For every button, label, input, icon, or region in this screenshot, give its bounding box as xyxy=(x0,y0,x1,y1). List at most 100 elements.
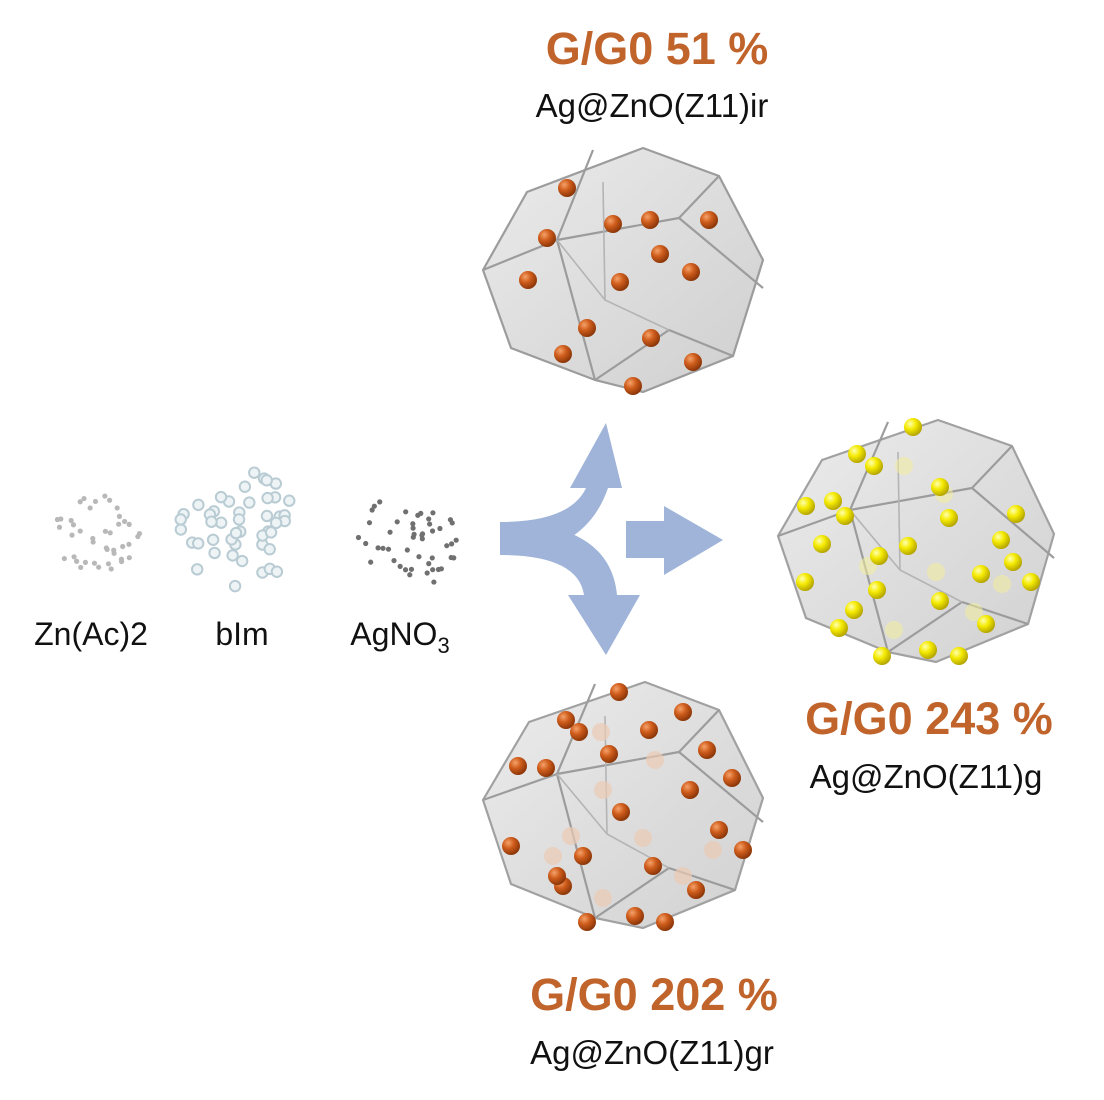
crystal-edge xyxy=(678,751,764,823)
silver-particle xyxy=(578,913,596,931)
molecule-dot xyxy=(228,579,242,593)
molecule-dot xyxy=(70,522,77,528)
molecule-dot xyxy=(394,519,400,525)
molecule-dot xyxy=(437,525,443,532)
silver-nanoparticles xyxy=(519,179,718,395)
molecule-dot xyxy=(369,507,375,513)
zinc-acetate-particles xyxy=(54,493,143,572)
molecule-dot xyxy=(397,563,403,569)
silver-nanoparticles-embedded xyxy=(544,723,722,907)
molecule-dot xyxy=(270,565,284,578)
silver-particle xyxy=(813,535,831,553)
molecule-dot xyxy=(82,559,89,565)
silver-particle xyxy=(578,319,596,337)
silver-particle xyxy=(612,803,630,821)
benzimidazole-particles xyxy=(174,466,296,593)
silver-nanoparticles xyxy=(502,683,752,931)
reagent-zinc-acetate: Zn(Ac)2 xyxy=(34,493,148,652)
silver-particle xyxy=(681,781,699,799)
molecule-dot xyxy=(426,516,432,522)
molecule-dot xyxy=(453,537,459,543)
silver-particle xyxy=(610,683,628,701)
silver-particle xyxy=(538,229,556,247)
silver-particle xyxy=(919,641,937,659)
molecule-dot xyxy=(402,567,409,573)
molecule-dot xyxy=(444,543,450,549)
molecule-dot xyxy=(91,560,98,566)
molecule-dot xyxy=(107,530,113,536)
molecule-dot xyxy=(102,528,108,534)
molecule-dot xyxy=(120,543,126,550)
silver-particle xyxy=(624,377,642,395)
silver-particle xyxy=(865,457,883,475)
molecule-dot xyxy=(232,513,246,526)
silver-particle xyxy=(992,531,1010,549)
molecule-dot xyxy=(118,558,125,565)
molecule-dot xyxy=(426,561,432,567)
silver-particle xyxy=(674,703,692,721)
molecule-dot xyxy=(206,533,220,547)
molecule-dot xyxy=(96,564,102,570)
molecule-dot xyxy=(111,547,117,553)
silver-particle xyxy=(870,547,888,565)
silver-particle xyxy=(502,837,520,855)
molecule-dot xyxy=(366,520,373,526)
molecule-dot xyxy=(77,528,83,534)
silver-particle xyxy=(1007,505,1025,523)
arrow-right xyxy=(626,506,723,575)
molecule-dot xyxy=(416,554,422,560)
silver-particle xyxy=(797,497,815,515)
reagent-formula: AgNO xyxy=(350,616,437,652)
molecule-dot xyxy=(122,518,128,525)
molecule-dot xyxy=(263,543,276,556)
reagent-label: bIm xyxy=(215,616,268,652)
silver-particle xyxy=(931,592,949,610)
molecule-dot xyxy=(174,523,188,536)
molecule-dot xyxy=(56,524,63,530)
silver-particle xyxy=(641,211,659,229)
molecule-dot xyxy=(107,497,113,503)
molecule-dot xyxy=(430,567,436,573)
silver-particle xyxy=(824,492,842,510)
silver-particle xyxy=(845,601,863,619)
molecule-dot xyxy=(87,505,93,511)
silver-particle xyxy=(1004,553,1022,571)
silver-particle xyxy=(684,353,702,371)
embedded-particle xyxy=(592,723,610,741)
embedded-particle xyxy=(704,841,722,859)
molecule-dot xyxy=(380,545,386,551)
silver-particle xyxy=(796,573,814,591)
silver-particle xyxy=(570,723,588,741)
molecule-dot xyxy=(408,566,415,572)
molecule-dot xyxy=(104,546,110,552)
silver-particle xyxy=(972,565,990,583)
molecule-dot xyxy=(260,474,273,487)
silver-particle xyxy=(558,179,576,197)
molecule-dot xyxy=(68,517,74,524)
molecule-dot xyxy=(108,566,114,572)
molecule-dot xyxy=(260,509,274,523)
conductance-value-gr: G/G0 202 % xyxy=(530,969,778,1020)
molecule-dot xyxy=(90,535,96,542)
molecule-dot xyxy=(385,546,392,552)
silver-particle xyxy=(656,913,674,931)
crystal-edge xyxy=(971,487,1055,559)
molecule-dot xyxy=(429,555,435,561)
crystal-ir xyxy=(481,146,765,395)
conductance-value-ir: G/G0 51 % xyxy=(546,23,769,74)
silver-particle xyxy=(509,757,527,775)
reagent-formula-subscript: 3 xyxy=(437,633,449,658)
molecule-dot xyxy=(136,531,143,537)
silver-particle xyxy=(557,711,575,729)
molecule-dot xyxy=(410,521,416,527)
silver-particle xyxy=(710,821,728,839)
molecule-dot xyxy=(229,526,243,540)
molecule-dot xyxy=(269,516,283,530)
reagent-label: AgNO3 xyxy=(350,616,449,658)
silver-particle xyxy=(698,741,716,759)
embedded-particle xyxy=(885,621,903,639)
molecule-dot xyxy=(238,480,252,493)
embedded-particle xyxy=(965,603,983,621)
molecule-dot xyxy=(205,515,218,528)
